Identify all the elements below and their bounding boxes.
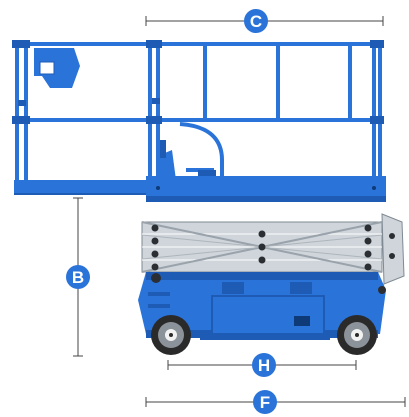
scissor-pins <box>151 224 372 271</box>
platform-guardrail <box>14 42 382 182</box>
entry-gate <box>179 122 224 176</box>
dimension-label-c: C <box>250 12 262 31</box>
pothole-guard <box>200 334 330 340</box>
dimension-badge-c: C <box>244 9 268 33</box>
ladder <box>148 292 170 308</box>
gate-latch <box>198 170 216 180</box>
dimension-badge-f: F <box>253 390 277 414</box>
manual-holder <box>34 48 80 88</box>
scissor-stack <box>141 221 383 273</box>
scissor-rear-bracket <box>381 213 405 285</box>
chassis-hinge <box>151 273 386 294</box>
dimension-badge-b: B <box>66 265 90 289</box>
dimension-label-h: H <box>258 356 270 375</box>
main-deck <box>146 176 386 202</box>
control-box <box>160 140 176 182</box>
dimension-label-b: B <box>72 268 84 287</box>
battery-compartment <box>211 282 325 335</box>
extension-deck <box>14 180 154 195</box>
front-wheel <box>151 315 191 355</box>
rear-wheel <box>337 315 377 355</box>
dimension-label-f: F <box>260 393 270 412</box>
dimension-badge-h: H <box>252 353 276 377</box>
guardrail-joints <box>12 40 384 124</box>
